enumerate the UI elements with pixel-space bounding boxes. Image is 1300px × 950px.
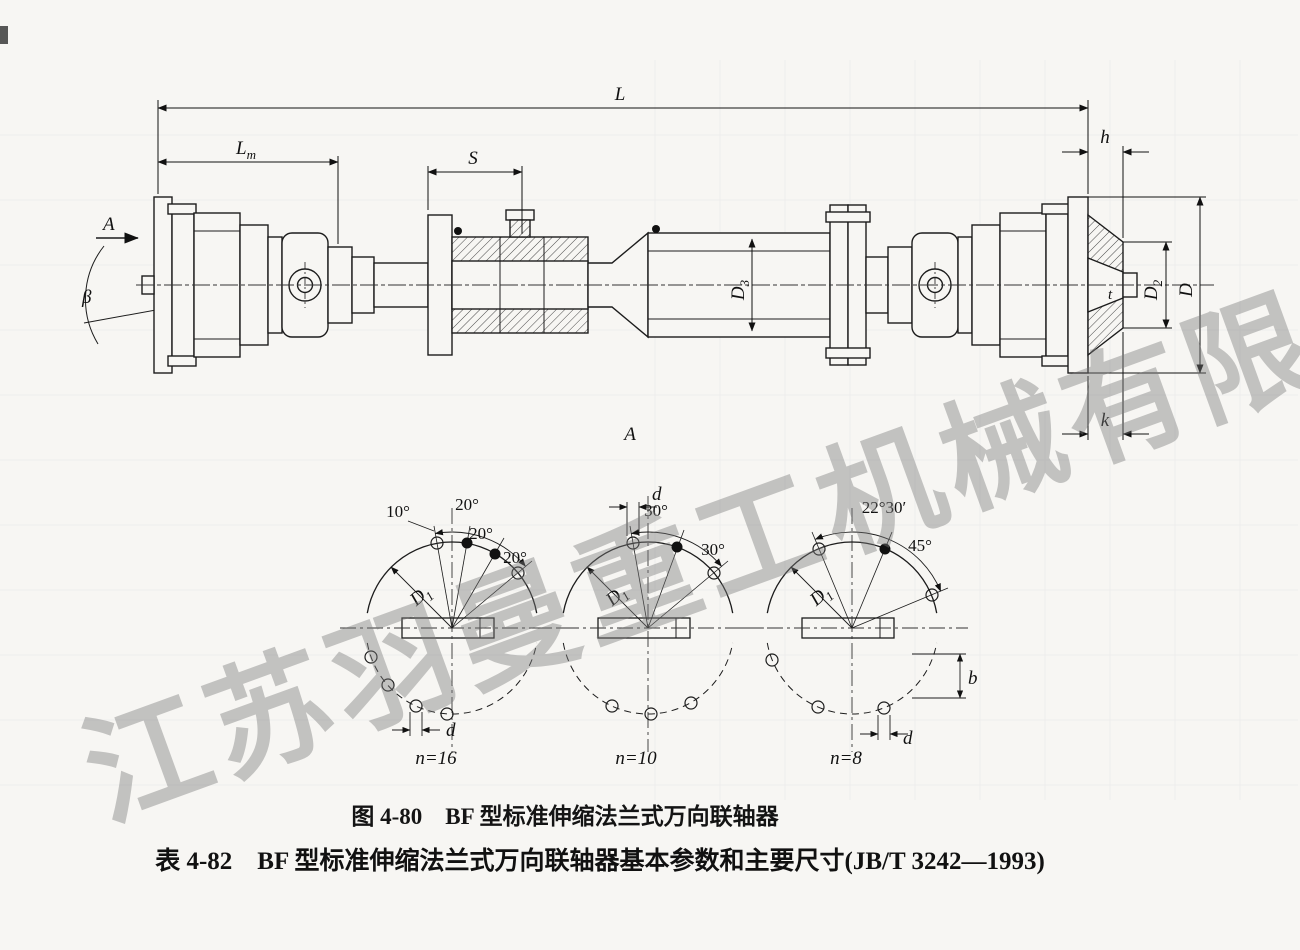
D1-leader — [790, 566, 853, 629]
dim-label-Lm: Lm — [235, 138, 256, 162]
sleeve-bolt-shank — [509, 219, 531, 238]
angle-label: 10° — [386, 502, 410, 521]
dim-label-D: D — [1176, 283, 1197, 298]
hole-count-label: n=16 — [415, 748, 457, 769]
dimension-d-n10 — [609, 502, 657, 536]
D1-leader — [390, 566, 453, 629]
dim-label-d: d — [652, 484, 662, 505]
dim-label-D2: D2 — [1141, 279, 1165, 301]
left-flange-bolt-top — [167, 203, 197, 215]
angle-leader-10 — [407, 520, 435, 532]
grease-fitting-dot-2 — [652, 225, 660, 233]
sleeve-bolt-head — [505, 209, 535, 221]
telescopic-sleeve-section — [373, 209, 649, 356]
coupling-assembly-drawing — [83, 196, 1214, 374]
dimension-D — [1088, 196, 1206, 374]
dimension-D2 — [1123, 241, 1172, 329]
dim-label-h: h — [1100, 127, 1110, 148]
angle-label: 20° — [503, 548, 527, 567]
dim-label-b: b — [968, 668, 978, 689]
view-label-A-left: A — [101, 214, 115, 235]
angle-label: 20° — [455, 495, 479, 514]
dim-label-beta: β — [81, 287, 92, 308]
dimension-k — [1062, 332, 1149, 440]
dimension-b-n8 — [912, 653, 966, 699]
hole-count-label: n=8 — [830, 748, 862, 769]
dim-label-d: d — [903, 728, 913, 749]
dimension-d-n8 — [860, 715, 908, 740]
angle-label: 30° — [701, 540, 725, 559]
grease-fitting-dot — [454, 227, 462, 235]
hole-count-label: n=10 — [615, 748, 657, 769]
dim-label-k: k — [1101, 410, 1110, 431]
dim-label-L: L — [614, 84, 626, 105]
dim-label-t: t — [1108, 287, 1113, 303]
beta-swing-arc — [85, 245, 105, 345]
angle-label: 45° — [908, 536, 932, 555]
dimension-annotations: L Lm S h k t — [81, 84, 1206, 445]
bolt-circle-diagram-n8: 22°30′ 45° D1 d b n=8 — [740, 498, 978, 769]
D1-leader — [586, 566, 649, 629]
dim-label-d: d — [446, 720, 456, 741]
dimension-Lm — [157, 156, 339, 244]
angle-label: 20° — [469, 524, 493, 543]
scan-smudge — [0, 26, 8, 44]
angle-label: 30° — [644, 501, 668, 520]
bolt-circle-diagram-n16: 10° 20° 20° 20° D1 d n=16 — [340, 495, 568, 769]
table-title: 表 4-82 BF 型标准伸缩法兰式万向联轴器基本参数和主要尺寸(JB/T 32… — [155, 848, 1045, 875]
angle-label: 22°30′ — [862, 498, 907, 517]
dimension-h — [1062, 146, 1149, 238]
figure-caption: 图 4-80 BF 型标准伸缩法兰式万向联轴器 — [351, 804, 779, 829]
dimension-L — [157, 100, 1089, 194]
view-label-A-bottom: A — [622, 424, 636, 445]
left-flange-bolt-bottom — [167, 355, 197, 367]
dim-label-D3: D3 — [728, 279, 752, 301]
dim-label-S: S — [468, 148, 478, 169]
bolt-circle-diagram-n10: 30° 30° D1 d n=10 — [536, 484, 764, 769]
dimension-d-n16 — [392, 712, 440, 736]
dimension-S — [427, 166, 523, 234]
